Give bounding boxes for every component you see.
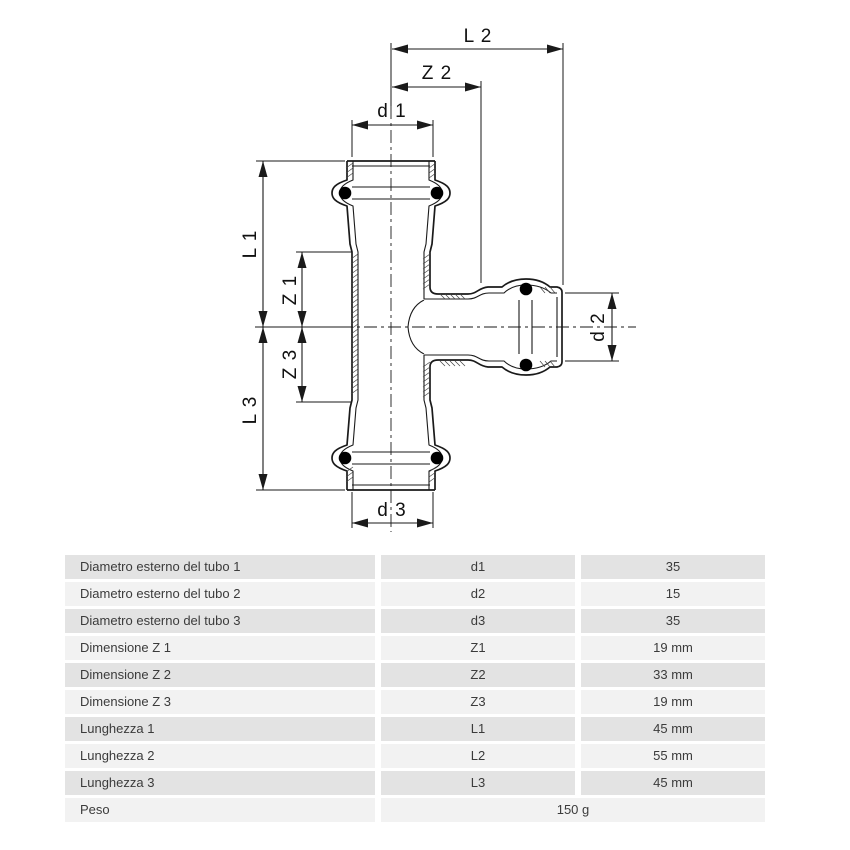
dim-label-z1: Z 1 [280,275,301,305]
spec-label: Diametro esterno del tubo 2 [65,582,375,606]
table-row-lunghezza-3: Lunghezza 3 L3 45 mm [65,771,765,795]
table-row-diametro-3: Diametro esterno del tubo 3 d3 35 [65,609,765,633]
wall-hatching [345,162,556,483]
spec-symbol: L2 [381,744,575,768]
spec-label: Dimensione Z 2 [65,663,375,687]
table-row-diametro-2: Diametro esterno del tubo 2 d2 15 [65,582,765,606]
spec-value: 19 mm [581,636,765,660]
spec-value: 15 [581,582,765,606]
table-row-dimensione-z3: Dimensione Z 3 Z3 19 mm [65,690,765,714]
spec-symbol: Z2 [381,663,575,687]
spec-value: 45 mm [581,771,765,795]
table-row-lunghezza-2: Lunghezza 2 L2 55 mm [65,744,765,768]
spec-label: Dimensione Z 1 [65,636,375,660]
spec-symbol: d1 [381,555,575,579]
table-row-peso: Peso 150 g [65,798,765,822]
spec-symbol: d3 [381,609,575,633]
dim-label-z2: Z 2 [422,63,452,84]
o-ring-dots [338,186,533,465]
table-row-diametro-1: Diametro esterno del tubo 1 d1 35 [65,555,765,579]
spec-value: 35 [581,609,765,633]
dim-label-z3: Z 3 [280,349,301,379]
spec-label: Lunghezza 2 [65,744,375,768]
spec-label: Diametro esterno del tubo 3 [65,609,375,633]
spec-symbol: Z1 [381,636,575,660]
table-row-dimensione-z2: Dimensione Z 2 Z2 33 mm [65,663,765,687]
spec-label: Diametro esterno del tubo 1 [65,555,375,579]
spec-value: 19 mm [581,690,765,714]
spec-value: 150 g [381,798,765,822]
spec-symbol: d2 [381,582,575,606]
spec-value: 45 mm [581,717,765,741]
dim-label-l2: L 2 [464,26,493,47]
spec-value: 35 [581,555,765,579]
fitting-outline [331,160,563,491]
technical-drawing: L 2 Z 2 d 1 L 1 Z 1 Z 3 L 3 d 2 d 3 [240,26,636,532]
dim-label-l1: L 1 [240,230,261,259]
table-row-lunghezza-1: Lunghezza 1 L1 45 mm [65,717,765,741]
spec-label: Lunghezza 3 [65,771,375,795]
spec-symbol: Z3 [381,690,575,714]
dim-label-d3: d 3 [377,500,406,521]
spec-symbol: L3 [381,771,575,795]
spec-symbol: L1 [381,717,575,741]
spec-table: Diametro esterno del tubo 1 d1 35 Diamet… [65,555,765,825]
dim-label-d1: d 1 [377,101,406,122]
dim-label-d2: d 2 [588,312,609,341]
dimension-arrows [258,44,617,528]
spec-value: 55 mm [581,744,765,768]
spec-label: Dimensione Z 3 [65,690,375,714]
extension-lines [256,43,619,528]
table-row-dimensione-z1: Dimensione Z 1 Z1 19 mm [65,636,765,660]
spec-label: Lunghezza 1 [65,717,375,741]
dim-label-l3: L 3 [240,396,261,425]
fitting-inner-lines [339,161,558,490]
centerlines [255,106,636,532]
spec-value: 33 mm [581,663,765,687]
spec-label: Peso [65,798,375,822]
